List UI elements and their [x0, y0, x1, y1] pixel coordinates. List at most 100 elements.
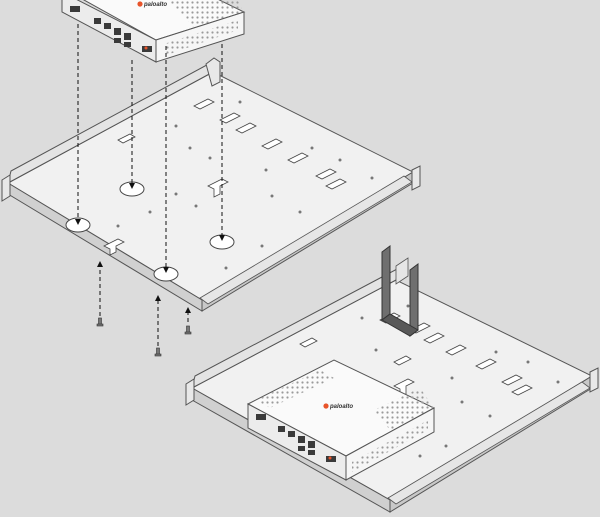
hole: [450, 376, 454, 380]
tray-1-mount-holes: [65, 181, 235, 282]
slot: [103, 238, 125, 256]
hole: [174, 124, 178, 128]
device-1-vent-side: [164, 20, 238, 56]
slot: [393, 355, 412, 366]
hole: [298, 210, 302, 214]
hole: [270, 194, 274, 198]
hole: [406, 304, 410, 308]
screw-icon: [154, 347, 162, 357]
mount-hole: [119, 181, 145, 197]
device-2-vent-side: [352, 420, 428, 472]
tray-1-back-ear: [205, 57, 221, 87]
port: [298, 436, 305, 443]
hole: [374, 348, 378, 352]
hole: [194, 204, 198, 208]
slot: [193, 98, 215, 110]
screws: [96, 317, 192, 357]
port: [308, 450, 315, 455]
device-2-brand: paloalto: [329, 404, 353, 410]
hole: [264, 168, 268, 172]
device-1-status-led: [144, 46, 148, 50]
hole: [444, 444, 448, 448]
device-2-logo-icon: [323, 403, 329, 409]
device-2-status-led: [328, 456, 332, 460]
port: [114, 28, 121, 35]
hole: [238, 100, 242, 104]
port: [124, 33, 131, 40]
step-1-group: paloalto: [1, 0, 421, 357]
hole: [116, 224, 120, 228]
step-2-group: paloalto: [185, 245, 599, 513]
bracket-slot-plate: [395, 257, 409, 285]
hole: [526, 360, 530, 364]
hole: [494, 350, 498, 354]
tray-2-right-ear: [589, 367, 599, 393]
slot: [423, 332, 445, 344]
port: [70, 6, 80, 12]
hole: [556, 380, 560, 384]
hole: [338, 158, 342, 162]
port: [94, 18, 101, 24]
port: [298, 446, 305, 451]
hole: [260, 244, 264, 248]
device-1-brand: paloalto: [143, 2, 167, 8]
bracket-base: [381, 313, 419, 337]
bracket-left-arm: [381, 245, 391, 321]
slot: [325, 178, 347, 190]
tray-2-small-holes: [360, 304, 560, 458]
port: [256, 414, 266, 420]
hole: [174, 192, 178, 196]
slot: [475, 358, 497, 370]
hole: [208, 156, 212, 160]
hole: [148, 210, 152, 214]
slot: [393, 378, 415, 398]
tray-2-left-ear: [185, 378, 195, 406]
port: [308, 441, 315, 448]
screw-icon: [184, 325, 192, 335]
slot: [315, 168, 337, 180]
slot: [261, 138, 283, 150]
hole: [460, 400, 464, 404]
device-2-vent-top-right: [374, 388, 434, 430]
slot: [511, 384, 533, 396]
port: [278, 426, 285, 432]
mounting-bracket: [381, 245, 419, 337]
slot: [299, 337, 318, 348]
hole: [224, 266, 228, 270]
hole: [188, 146, 192, 150]
mount-hole: [153, 266, 179, 282]
port: [104, 23, 111, 29]
mount-hole: [65, 217, 91, 233]
tray-2-slots: [299, 312, 533, 398]
hole: [488, 414, 492, 418]
mount-hole: [209, 234, 235, 250]
slot: [501, 374, 523, 386]
slot: [235, 122, 257, 134]
tray-2-front-rail: [387, 381, 591, 505]
port: [288, 431, 295, 437]
bracket-right-arm: [409, 263, 419, 337]
hole: [310, 146, 314, 150]
device-1-logo-icon: [137, 1, 143, 7]
tray-1-front-rail: [199, 175, 413, 305]
slot: [207, 178, 229, 198]
port: [124, 42, 131, 47]
device-2-vent-top-left: [256, 370, 334, 408]
device-1: paloalto: [61, 0, 246, 63]
tray-1-slots: [103, 98, 347, 256]
hole: [370, 176, 374, 180]
hole: [418, 454, 422, 458]
screw-guides: [97, 261, 191, 346]
hole: [360, 316, 364, 320]
slot: [287, 152, 309, 164]
slot: [445, 344, 467, 356]
slot: [117, 133, 136, 144]
tray-1-small-holes: [116, 100, 374, 270]
device-2: paloalto: [246, 359, 436, 481]
port: [114, 38, 121, 43]
tray-1-left-ear: [1, 174, 11, 202]
alignment-guides: [75, 24, 225, 273]
slot: [219, 112, 241, 124]
tray-1-right-ear: [411, 165, 421, 191]
